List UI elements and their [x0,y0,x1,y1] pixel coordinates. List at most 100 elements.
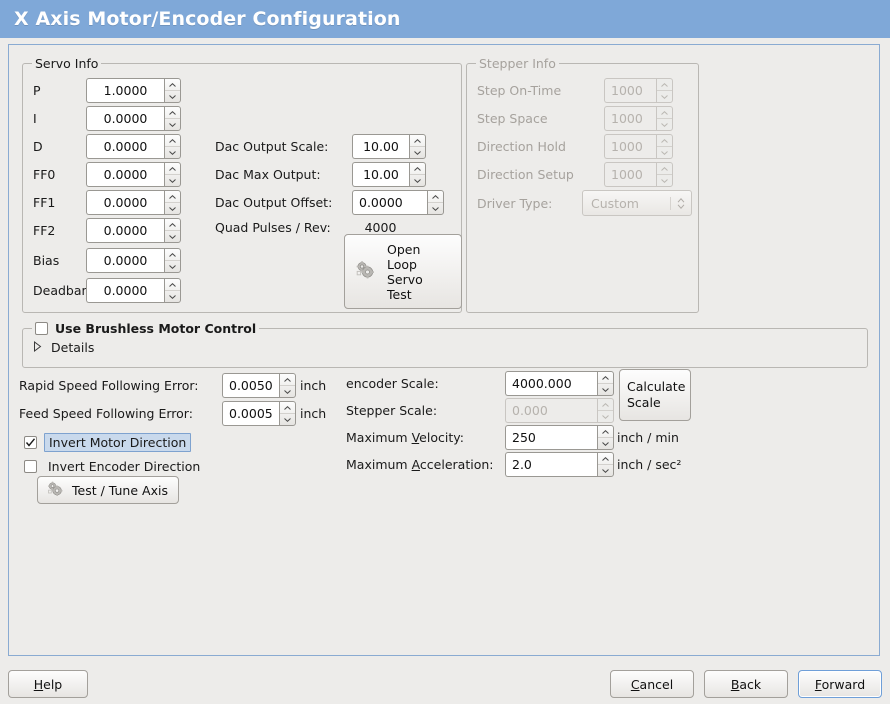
dac-max-output-input[interactable]: 10.00 [352,162,409,187]
spin-down-icon[interactable] [598,437,613,449]
spin-down-icon[interactable] [598,383,613,395]
open-loop-servo-test-button[interactable]: Open Loop Servo Test [344,234,462,309]
servo-info-group-title: Servo Info [32,56,102,71]
encoder-scale-spinner[interactable]: 4000.000 [505,371,614,396]
spin-up-icon[interactable] [428,191,443,202]
servo-field-deadband-input[interactable]: 0.0000 [86,278,164,303]
spin-down-icon[interactable] [165,174,180,186]
servo-field-ff2-spinner[interactable]: 0.0000 [86,218,181,243]
servo-field-ff1-input[interactable]: 0.0000 [86,190,164,215]
spin-up-icon[interactable] [165,163,180,174]
servo-field-i-spinner[interactable]: 0.0000 [86,106,181,131]
invert-motor-direction-checkbox[interactable] [24,436,37,449]
spin-down-icon[interactable] [165,90,180,102]
servo-field-ff1-spin-buttons[interactable] [164,190,181,215]
servo-field-bias-spin-buttons[interactable] [164,248,181,273]
dac-output-offset-input[interactable]: 0.0000 [352,190,427,215]
servo-field-ff2-spin-buttons[interactable] [164,218,181,243]
servo-field-deadband-spinner[interactable]: 0.0000 [86,278,181,303]
spin-down-icon[interactable] [280,385,295,397]
spin-up-icon[interactable] [410,135,425,146]
details-expander[interactable]: Details [33,340,94,355]
spin-down-icon[interactable] [598,464,613,476]
spin-up-icon[interactable] [165,135,180,146]
step-space-spin-buttons [656,106,673,131]
servo-field-p-spin-buttons[interactable] [164,78,181,103]
cancel-button[interactable]: Cancel [610,670,694,698]
servo-field-ff1-row: FF1 0.0000 [33,190,181,215]
maximum-acceleration-spin-buttons[interactable] [597,452,614,477]
servo-field-i-spin-buttons[interactable] [164,106,181,131]
spin-down-icon[interactable] [165,146,180,158]
spin-down-icon[interactable] [280,413,295,425]
direction-setup-label: Direction Setup [477,167,574,182]
servo-field-d-spinner[interactable]: 0.0000 [86,134,181,159]
spin-up-icon[interactable] [280,374,295,385]
feed-speed-following-error-spinner[interactable]: 0.0005 [222,401,296,426]
servo-field-d-spin-buttons[interactable] [164,134,181,159]
servo-field-bias-input[interactable]: 0.0000 [86,248,164,273]
dac-output-scale-spinner[interactable]: 10.00 [352,134,426,159]
spin-down-icon [657,118,672,130]
servo-field-ff0-spin-buttons[interactable] [164,162,181,187]
dac-max-output-spinner[interactable]: 10.00 [352,162,426,187]
dac-output-scale-label: Dac Output Scale: [215,139,329,154]
feed-speed-following-error-input[interactable]: 0.0005 [222,401,279,426]
spin-up-icon[interactable] [165,107,180,118]
invert-motor-direction-row[interactable]: Invert Motor Direction [24,433,192,452]
rapid-speed-following-error-input[interactable]: 0.0050 [222,373,279,398]
spin-down-icon[interactable] [410,146,425,158]
spin-up-icon[interactable] [165,219,180,230]
rapid-speed-following-error-spinner[interactable]: 0.0050 [222,373,296,398]
dac-output-offset-spin-buttons[interactable] [427,190,444,215]
maximum-acceleration-spinner[interactable]: 2.0 [505,452,614,477]
help-button[interactable]: Help [8,670,88,698]
maximum-velocity-spinner[interactable]: 250 [505,425,614,450]
spin-down-icon[interactable] [428,202,443,214]
spin-down-icon[interactable] [165,230,180,242]
encoder-scale-input[interactable]: 4000.000 [505,371,597,396]
maximum-velocity-input[interactable]: 250 [505,425,597,450]
servo-field-bias-spinner[interactable]: 0.0000 [86,248,181,273]
spin-down-icon[interactable] [410,174,425,186]
spin-up-icon[interactable] [165,279,180,290]
spin-up-icon[interactable] [165,79,180,90]
invert-encoder-direction-row[interactable]: Invert Encoder Direction [24,458,204,475]
maximum-velocity-spin-buttons[interactable] [597,425,614,450]
back-button[interactable]: Back [704,670,788,698]
spin-down-icon[interactable] [165,202,180,214]
spin-up-icon[interactable] [280,402,295,413]
invert-encoder-direction-checkbox[interactable] [24,460,37,473]
open-loop-line-4: Test [387,286,412,302]
encoder-scale-spin-buttons[interactable] [597,371,614,396]
dac-max-output-spin-buttons[interactable] [409,162,426,187]
maximum-acceleration-input[interactable]: 2.0 [505,452,597,477]
servo-field-p-spinner[interactable]: 1.0000 [86,78,181,103]
dac-output-offset-spinner[interactable]: 0.0000 [352,190,444,215]
dac-output-scale-input[interactable]: 10.00 [352,134,409,159]
use-brushless-motor-control-checkbox[interactable] [35,322,48,335]
servo-field-ff2-input[interactable]: 0.0000 [86,218,164,243]
calculate-scale-button[interactable]: Calculate Scale [619,369,691,421]
spin-up-icon[interactable] [165,191,180,202]
rapid-speed-spin-buttons[interactable] [279,373,296,398]
servo-field-ff1-spinner[interactable]: 0.0000 [86,190,181,215]
spin-down-icon[interactable] [165,290,180,302]
forward-button[interactable]: Forward [798,670,882,698]
spin-up-icon[interactable] [598,453,613,464]
servo-field-p-input[interactable]: 1.0000 [86,78,164,103]
servo-field-deadband-spin-buttons[interactable] [164,278,181,303]
spin-down-icon[interactable] [165,260,180,272]
spin-up-icon[interactable] [598,372,613,383]
test-tune-axis-button[interactable]: Test / Tune Axis [37,476,179,504]
servo-field-d-input[interactable]: 0.0000 [86,134,164,159]
servo-field-ff0-input[interactable]: 0.0000 [86,162,164,187]
servo-field-i-input[interactable]: 0.0000 [86,106,164,131]
spin-up-icon[interactable] [165,249,180,260]
servo-field-ff0-spinner[interactable]: 0.0000 [86,162,181,187]
spin-up-icon[interactable] [410,163,425,174]
spin-down-icon[interactable] [165,118,180,130]
feed-speed-spin-buttons[interactable] [279,401,296,426]
dac-output-scale-spin-buttons[interactable] [409,134,426,159]
spin-up-icon[interactable] [598,426,613,437]
